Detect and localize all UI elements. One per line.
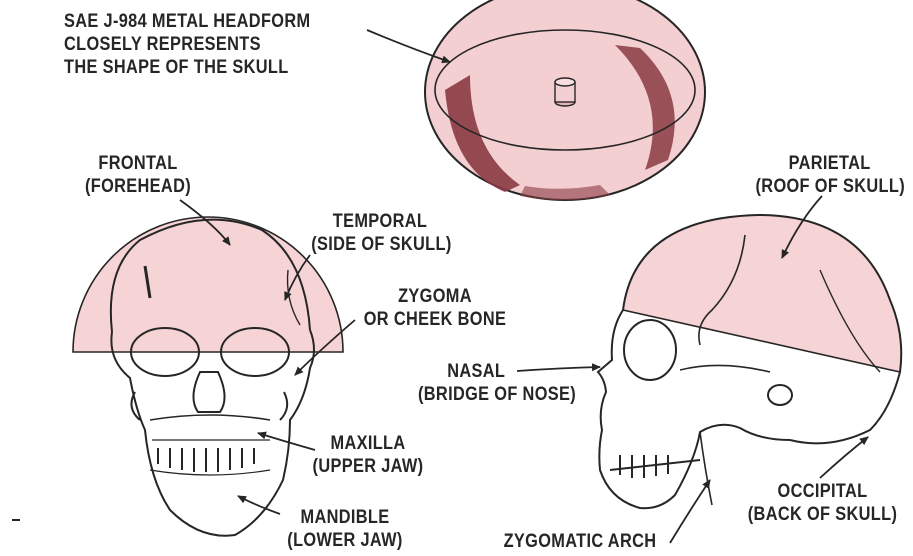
headform-caption-line-3: THE SHAPE OF THE SKULL — [64, 56, 310, 79]
maxilla-desc: (UPPER JAW) — [308, 455, 428, 478]
label-parietal: PARIETAL (ROOF OF SKULL) — [746, 152, 905, 198]
parietal-desc: (ROOF OF SKULL) — [746, 175, 905, 198]
label-nasal: NASAL (BRIDGE OF NOSE) — [418, 360, 576, 406]
zygoma-desc: OR CHEEK BONE — [358, 308, 513, 331]
occipital-desc: (BACK OF SKULL) — [747, 503, 898, 526]
zygoma-name: ZYGOMA — [358, 285, 513, 308]
parietal-name: PARIETAL — [746, 152, 905, 175]
mandible-desc: (LOWER JAW) — [285, 529, 405, 552]
mandible-name: MANDIBLE — [285, 506, 405, 529]
label-mandible: MANDIBLE (LOWER JAW) — [285, 506, 405, 552]
headform-caption-line-2: CLOSELY REPRESENTS — [64, 33, 310, 56]
nasal-desc: (BRIDGE OF NOSE) — [418, 383, 576, 406]
metal-headform — [425, 0, 705, 200]
headform-caption: SAE J-984 METAL HEADFORM CLOSELY REPRESE… — [64, 10, 310, 79]
frontal-desc: (FOREHEAD) — [78, 175, 198, 198]
temporal-desc: (SIDE OF SKULL) — [311, 233, 449, 256]
headform-caption-line-1: SAE J-984 METAL HEADFORM — [64, 10, 310, 33]
label-temporal: TEMPORAL (SIDE OF SKULL) — [311, 210, 449, 256]
label-frontal: FRONTAL (FOREHEAD) — [78, 152, 198, 198]
label-zygoma: ZYGOMA OR CHEEK BONE — [358, 285, 513, 331]
label-occipital: OCCIPITAL (BACK OF SKULL) — [747, 480, 898, 526]
label-maxilla: MAXILLA (UPPER JAW) — [308, 432, 428, 478]
maxilla-name: MAXILLA — [308, 432, 428, 455]
frontal-name: FRONTAL — [78, 152, 198, 175]
label-zygomatic-arch: ZYGOMATIC ARCH — [494, 530, 666, 553]
occipital-name: OCCIPITAL — [747, 480, 898, 503]
side-skull — [598, 215, 901, 508]
nasal-name: NASAL — [418, 360, 576, 383]
temporal-name: TEMPORAL — [311, 210, 449, 233]
zygomatic-arch-name: ZYGOMATIC ARCH — [494, 530, 666, 553]
